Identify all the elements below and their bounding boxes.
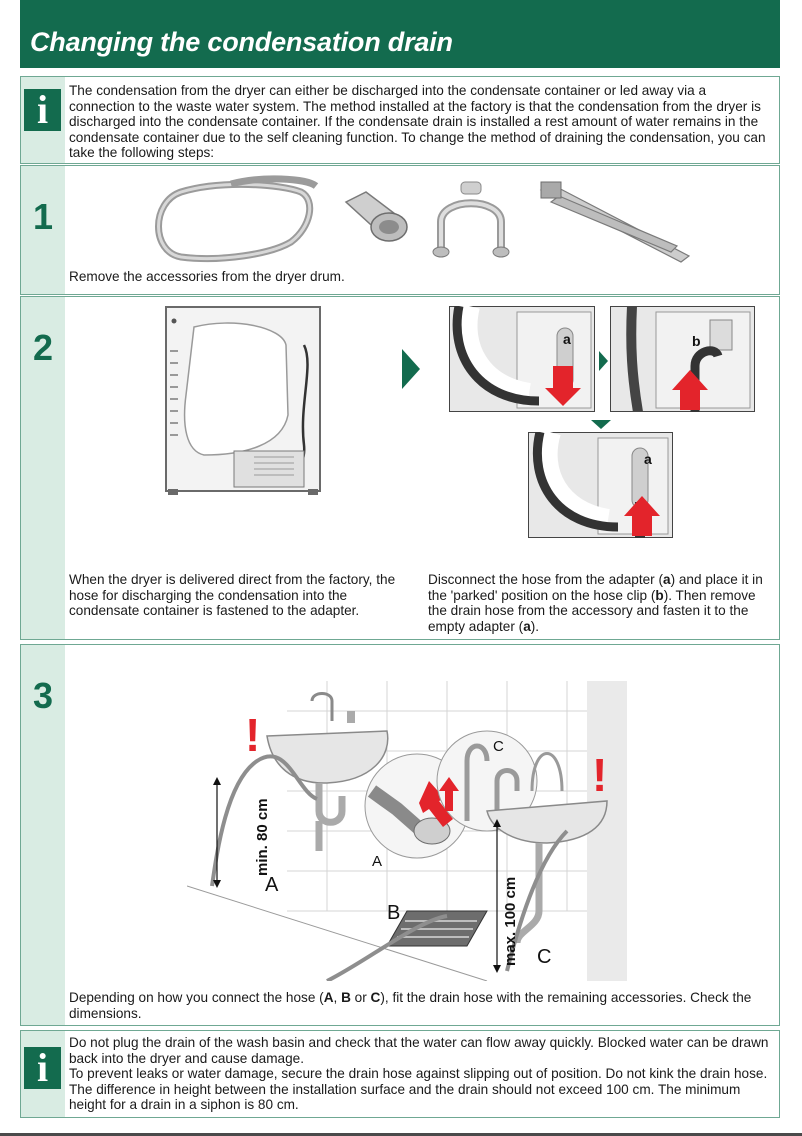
label-b: b xyxy=(655,587,664,603)
next-arrow-icon xyxy=(599,351,608,371)
text-part: Depending on how you connect the hose ( xyxy=(69,990,324,1005)
section-gutter xyxy=(21,645,65,1025)
hose-reconnect-illustration: a xyxy=(528,432,673,538)
label-A-small: A xyxy=(372,853,382,870)
next-arrow-icon xyxy=(402,349,420,389)
page-header: Changing the condensation drain xyxy=(20,0,780,68)
wash-basin-icon xyxy=(486,752,608,944)
text-part: or xyxy=(350,990,371,1005)
label-B: B xyxy=(341,990,351,1005)
warning-icon: ! xyxy=(245,709,260,761)
intro-section: i The condensation from the dryer can ei… xyxy=(20,76,780,164)
step-3-text: Depending on how you connect the hose (A… xyxy=(69,990,775,1021)
hose-disconnect-illustration: a xyxy=(449,306,595,412)
text-part: ), fit the drain hose with the remaining… xyxy=(69,990,752,1021)
siphon-detail-icon xyxy=(436,730,538,832)
accessories-illustration xyxy=(155,175,691,263)
label-C-small: C xyxy=(493,738,504,755)
floor-drain-icon xyxy=(326,910,488,981)
label-B: B xyxy=(387,902,400,924)
step-number: 2 xyxy=(32,327,54,368)
warning-icon: ! xyxy=(592,749,607,801)
step-2-right-text: Disconnect the hose from the adapter (a)… xyxy=(428,572,776,634)
info-icon: i xyxy=(24,1047,61,1089)
step-3-section: 3 min. 80 cm ! xyxy=(20,644,780,1026)
hose-park-illustration: b xyxy=(610,306,755,412)
text-part: ). xyxy=(530,618,540,634)
note-text: Do not plug the drain of the wash basin … xyxy=(69,1035,775,1113)
page-footer-rule xyxy=(0,1133,802,1136)
step-number: 3 xyxy=(32,675,54,716)
wash-basin-icon xyxy=(266,692,389,851)
section-gutter xyxy=(21,297,65,639)
min-height-label: min. 80 cm xyxy=(254,798,271,876)
note-section: i Do not plug the drain of the wash basi… xyxy=(20,1030,780,1118)
text-part: ). Then remove the drain hose from the a… xyxy=(428,587,756,634)
hose-clip-icon xyxy=(432,181,510,258)
label-C: C xyxy=(537,946,551,968)
note-line: Do not plug the drain of the wash basin … xyxy=(69,1035,769,1066)
label-A: A xyxy=(323,990,334,1005)
down-arrow-icon xyxy=(591,420,611,429)
step-1-text: Remove the accessories from the dryer dr… xyxy=(69,269,345,284)
label-C: C xyxy=(370,990,381,1005)
max-height-label: max. 100 cm xyxy=(502,877,519,966)
step-1-section: 1 Remove the accessories from the xyxy=(20,165,780,295)
text-part: Disconnect the hose from the adapter ( xyxy=(428,572,663,587)
note-line: To prevent leaks or water damage, secure… xyxy=(69,1066,768,1113)
step-2-left-text: When the dryer is delivered direct from … xyxy=(69,572,396,619)
section-gutter xyxy=(21,166,65,294)
step-2-section: 2 a xyxy=(20,296,780,640)
label-A: A xyxy=(265,874,279,896)
step-number: 1 xyxy=(32,196,54,237)
page-title: Changing the condensation drain xyxy=(30,27,453,57)
text-part: ) and place it in the 'parked' position … xyxy=(428,572,763,603)
adapter-icon xyxy=(344,191,408,242)
drain-hose-icon xyxy=(155,175,319,262)
label-a: a xyxy=(563,331,571,347)
intro-text: The condensation from the dryer can eith… xyxy=(69,83,766,161)
drain-connection-illustration: min. 80 cm ! A A C ! xyxy=(187,681,627,981)
cable-tie-icon xyxy=(539,181,691,263)
text-part: , xyxy=(333,990,342,1005)
label-a: a xyxy=(523,618,531,634)
label-a: a xyxy=(644,451,652,467)
label-a: a xyxy=(663,572,671,587)
dryer-illustration xyxy=(165,306,321,495)
label-b: b xyxy=(692,333,701,349)
info-icon: i xyxy=(24,89,61,131)
